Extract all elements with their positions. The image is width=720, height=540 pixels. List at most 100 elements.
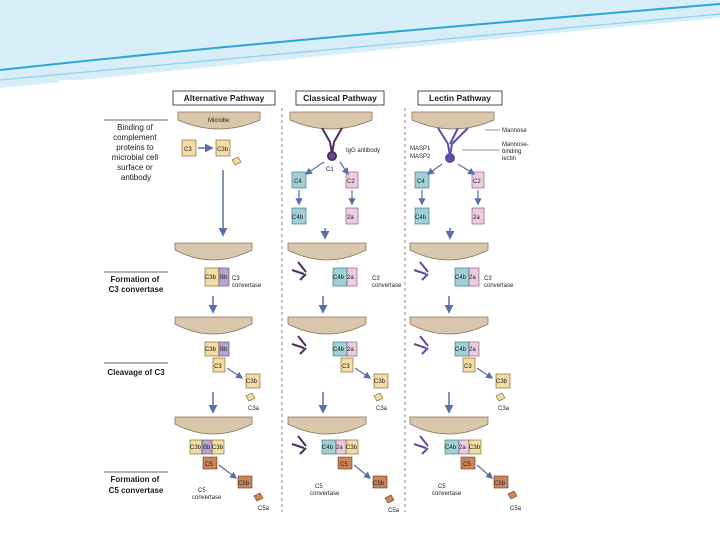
label-masp1: MASP1 [410,146,431,152]
row-label-binding: Binding of complement proteins to microb… [112,123,160,182]
protein-c2a-classical: 2a [345,207,359,225]
row-label-c5-convertase: Formation of C5 convertase [109,475,164,495]
protein-c3-alt: C3 [181,139,197,157]
label-c3a-classical: C3a [376,406,388,412]
igg-antibody-c1 [321,127,343,161]
c5-convertase-classical: C4b 2a C3b C5 C5b C5a C5 convertase [291,435,400,514]
c3-convertase-classical: C4b 2a [291,261,358,287]
label-c3-convertase-classical: C3 convertase [372,276,402,289]
mannose-binding-lectin [437,127,469,163]
cleavage-alternative: C3b Bb C3 C3b C3a [204,341,261,412]
microbe-surface [409,242,489,261]
microbe-surface [174,316,253,335]
svg-text:C5b: C5b [373,481,385,487]
svg-text:C2: C2 [473,179,481,185]
svg-text:C4b: C4b [445,445,457,451]
protein-c4b-lectin: C4b [414,207,430,225]
row-label-cleavage: Cleavage of C3 [107,368,165,377]
svg-text:C3b: C3b [205,347,217,353]
svg-text:C5: C5 [205,462,213,468]
svg-text:C3b: C3b [346,445,358,451]
svg-text:2a: 2a [347,347,354,353]
svg-text:Bb: Bb [220,275,228,281]
svg-text:C2: C2 [347,179,355,185]
microbe-surfaces [174,111,495,435]
arrow-lectin-to-c2 [457,163,476,175]
microbe-surface [409,416,489,435]
svg-text:2a: 2a [473,215,480,221]
protein-c2-classical: C2 [345,171,359,189]
svg-text:C3b: C3b [217,147,229,153]
microbe-surface [287,416,367,435]
label-c5a-classical: C5a [388,508,400,514]
svg-text:C4b: C4b [455,347,467,353]
svg-text:2a: 2a [347,215,354,221]
label-mbl: Mannose- binding lectin [502,142,530,162]
svg-text:C3: C3 [464,364,472,370]
label-masp2: MASP2 [410,154,431,160]
arrow-c1-to-c2 [339,161,349,176]
header-lectin-box [417,90,503,106]
slide-swoosh-accent [0,3,720,71]
label-c5a-lectin: C5a [510,506,522,512]
label-c5-convertase-lectin: C5 convertase [432,484,462,497]
svg-text:C3b: C3b [374,379,386,385]
microbe-surface [411,111,495,130]
header-classical-box [295,90,385,106]
svg-text:C3: C3 [342,364,350,370]
protein-c4b-classical: C4b [291,207,307,225]
header-lectin: Lectin Pathway [429,93,491,103]
svg-text:C5: C5 [340,462,348,468]
label-mannose: Mannose [502,128,527,134]
c5-convertase-lectin: C4b 2a C3b C5 C5b C5a C5 convertase [413,435,522,512]
microbe-surface [289,111,373,130]
microbe-surface [177,111,261,130]
svg-text:C4: C4 [417,179,425,185]
label-c5-convertase-classical: C5 convertase [310,484,340,497]
protein-c3b-alt: C3b [215,139,231,157]
microbe-surface [174,242,253,261]
c3-convertase-alternative: C3b Bb [204,267,230,287]
label-c3a-lectin: C3a [498,406,510,412]
microbe-surface [287,316,367,335]
protein-c4-classical: C4 [291,171,307,189]
label-c3-convertase-alt: C3 convertase [232,276,262,289]
cleavage-lectin: C4b 2a C3 C3b C3a [413,335,511,412]
svg-text:C5: C5 [463,462,471,468]
svg-text:C3: C3 [184,147,192,153]
arrow-lectin-to-c4 [426,163,443,175]
cleavage-classical: C4b 2a C3 C3b C3a [291,335,389,412]
flow-arrows [208,170,455,414]
c5-convertase-alternative: C3b Bb C3b C5 C5b C5a C5 convertase [189,439,270,512]
svg-text:Bb: Bb [203,445,211,451]
protein-c4-lectin: C4 [414,171,430,189]
header-alternative: Alternative Pathway [184,93,265,103]
label-c5a-alt: C5a [258,506,270,512]
arrow-c1-to-c4 [304,161,325,175]
svg-text:2a: 2a [459,445,466,451]
svg-text:C4b: C4b [333,347,345,353]
header-classical: Classical Pathway [303,93,377,103]
header-alternative-box [172,90,276,106]
protein-c2-lectin: C2 [471,171,485,189]
svg-text:2a: 2a [469,347,476,353]
svg-text:C5b: C5b [238,481,250,487]
svg-text:2a: 2a [469,275,476,281]
svg-text:C3b: C3b [212,445,224,451]
svg-text:C3b: C3b [469,445,481,451]
label-c5-convertase-alt: C5 convertase [192,488,222,501]
c3-convertase-lectin: C4b 2a [413,261,480,287]
complement-pathways-figure: Alternative Pathway Classical Pathway Le… [60,80,560,517]
microbe-surface [287,242,367,261]
protein-c2a-lectin: 2a [471,207,485,225]
svg-text:2a: 2a [336,445,343,451]
slide-swoosh-band [0,0,720,88]
svg-text:C4b: C4b [333,275,345,281]
c3a-fragment [231,156,242,166]
slide-background [0,0,720,88]
svg-text:C3b: C3b [190,445,202,451]
svg-text:C3b: C3b [246,379,258,385]
svg-text:C4b: C4b [415,215,427,221]
svg-text:C3b: C3b [205,275,217,281]
row-label-c3-convertase: Formation of C3 convertase [109,275,164,294]
